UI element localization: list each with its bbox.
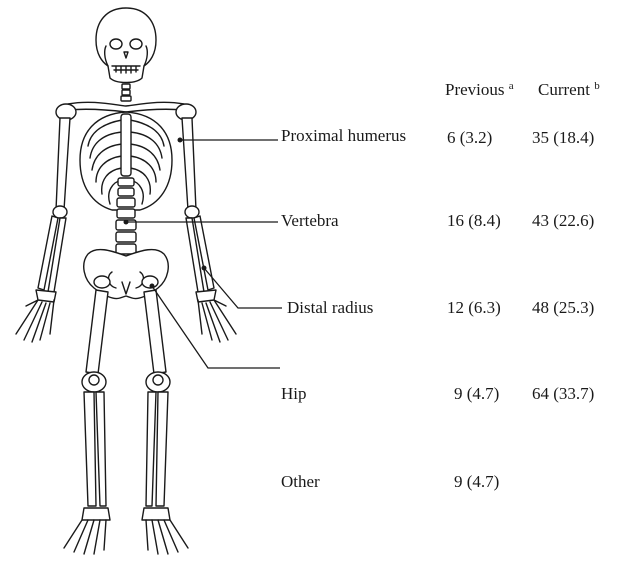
previous-hip: 9 (4.7) [454, 384, 499, 404]
right-arm [182, 118, 236, 342]
skull [96, 8, 156, 83]
left-leg [64, 290, 110, 554]
lumbar-spine [116, 178, 136, 254]
pointer-dot-distal-radius [202, 266, 207, 271]
header-previous: Previous a [445, 80, 514, 100]
site-label-proximal-humerus: Proximal humerus [281, 126, 406, 146]
current-proximal-humerus: 35 (18.4) [532, 128, 594, 148]
pointer-dot-vertebra [124, 220, 129, 225]
header-current-label: Current [538, 80, 590, 99]
current-distal-radius: 48 (25.3) [532, 298, 594, 318]
current-hip: 64 (33.7) [532, 384, 594, 404]
current-vertebra: 43 (22.6) [532, 211, 594, 231]
previous-distal-radius: 12 (6.3) [447, 298, 501, 318]
header-current: Current b [538, 80, 600, 100]
header-current-footnote: b [594, 80, 600, 92]
previous-other: 9 (4.7) [454, 472, 499, 492]
header-previous-footnote: a [509, 80, 514, 92]
previous-vertebra: 16 (8.4) [447, 211, 501, 231]
pointer-dot-hip [150, 284, 155, 289]
pointer-dot-proximal-humerus [178, 138, 183, 143]
previous-proximal-humerus: 6 (3.2) [447, 128, 492, 148]
site-label-distal-radius: Distal radius [287, 298, 373, 318]
site-label-vertebra: Vertebra [281, 211, 339, 231]
cervical-spine [121, 84, 131, 101]
site-label-other: Other [281, 472, 320, 492]
left-arm [16, 118, 70, 342]
pointer-hip [152, 286, 280, 368]
site-label-hip: Hip [281, 384, 307, 404]
header-previous-label: Previous [445, 80, 505, 99]
